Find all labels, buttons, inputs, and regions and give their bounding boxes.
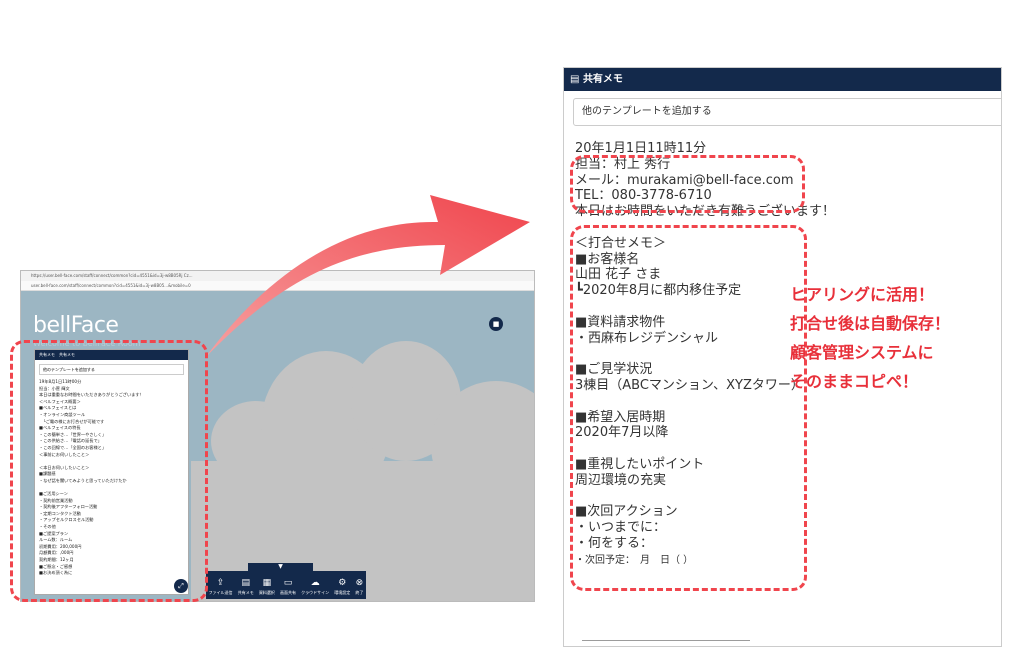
template-select[interactable]: 他のテンプレートを追加する (573, 98, 1001, 126)
memo-icon: ▤ (241, 578, 250, 588)
camera-icon[interactable]: ■ (489, 317, 503, 331)
toolbar-label: 終了 (355, 590, 364, 595)
toolbar-button-4[interactable]: ☁ クラウドサイン (301, 578, 329, 596)
toolbar-button-6[interactable]: ⊗ 終了 (355, 578, 363, 596)
screen-share-icon: ▭ (283, 578, 293, 588)
memo-title: ▤ 共有メモ (564, 68, 1001, 91)
next-schedule: ・次回予定： 月 日（ ） (575, 554, 694, 566)
callout-text: ヒアリングに活用！ 打合せ後は自動保存！ 顧客管理システムに そのままコピペ！ (790, 285, 951, 391)
close-icon: ⊗ (355, 578, 364, 588)
toolbar-label: ファイル送信 (208, 590, 233, 595)
expand-icon[interactable]: ⤢ (174, 579, 188, 593)
toolbar-label: 環境設定 (334, 590, 351, 595)
memo-icon: ▤ (570, 74, 583, 85)
highlight-meeting-memo (570, 225, 807, 591)
toolbar-button-5[interactable]: ⚙ 環境設定 (334, 578, 350, 596)
upload-icon: ⇪ (216, 578, 225, 588)
toolbar-button-1[interactable]: ▤ 共有メモ (238, 578, 254, 596)
toolbar-collapse-tab[interactable]: ▼ (248, 563, 313, 573)
toolbar-label: 資料選択 (258, 590, 275, 595)
settings-icon: ⚙ (338, 578, 347, 588)
toolbar-label: 画面共有 (279, 590, 296, 595)
small-memo-text[interactable]: 19年8月1日11時00分 担当：小菅 輝文 本日は重重なお時間をいただきありが… (39, 379, 144, 576)
memo-footer-line: ＿＿＿＿＿＿＿＿＿＿＿＿＿＿ (582, 628, 751, 642)
toolbar-button-0[interactable]: ⇪ ファイル送信 (209, 578, 233, 596)
toolbar: ⇪ ファイル送信 ▤ 共有メモ ▦ 資料選択 ▭ 画面共有 ☁ クラウドサイン ⚙ 環境設定 ⊗ 終了 (206, 571, 366, 599)
browser-tab-url: https://user.bell-face.com/staff/connect… (21, 271, 534, 281)
small-shared-memo: 共有メモ 共有メモ 他のテンプレートを追加する 19年8月1日11時00分 担当… (34, 349, 189, 595)
shared-memo-panel: ▤ 共有メモ 他のテンプレートを追加する 20年1月1日11時11分 担当：村上… (563, 67, 1002, 647)
arrow-icon (205, 195, 530, 358)
highlight-small-memo (10, 340, 208, 602)
memo-textarea[interactable]: 20年1月1日11時11分 担当：村上 秀行 メール：murakami@bell… (575, 141, 836, 566)
welcome-text: Welcome to bellFace Room (33, 339, 141, 348)
toolbar-button-3[interactable]: ▭ 画面共有 (280, 578, 296, 596)
document-icon: ▦ (262, 578, 272, 588)
cloud-icon: ☁ (310, 578, 320, 588)
highlight-contact (570, 155, 805, 213)
toolbar-label: クラウドサイン (301, 590, 330, 595)
toolbar-label: 共有メモ (237, 590, 254, 595)
small-template-select[interactable]: 他のテンプレートを追加する (39, 364, 184, 375)
bellface-logo: bellFace (33, 313, 119, 338)
small-memo-title: 共有メモ 共有メモ (35, 350, 188, 360)
toolbar-button-2[interactable]: ▦ 資料選択 (259, 578, 275, 596)
